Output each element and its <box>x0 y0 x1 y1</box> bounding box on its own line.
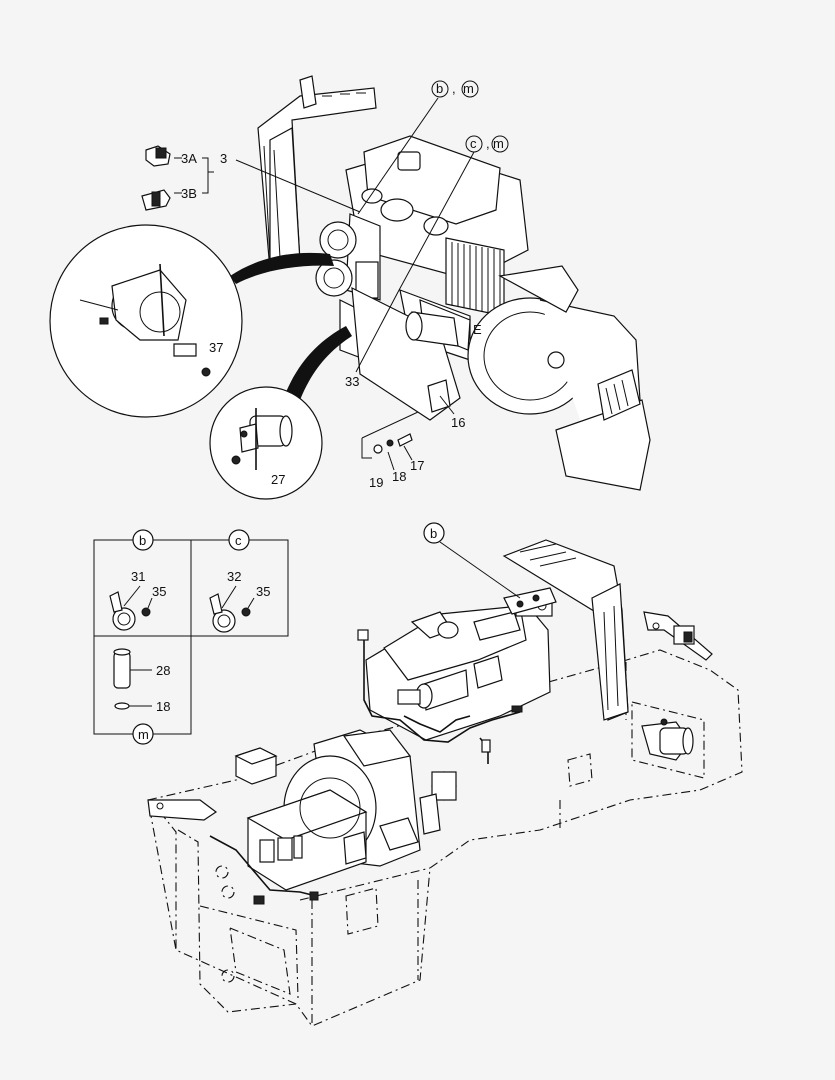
clamp-31 <box>109 585 153 631</box>
label-c: c <box>470 136 477 151</box>
inset-label-m: m <box>138 727 149 742</box>
spacer-28 <box>113 648 152 710</box>
inset-label-b: b <box>139 533 146 548</box>
label-35: 35 <box>256 584 270 599</box>
battery-box <box>246 789 419 891</box>
label-3A: 3A <box>181 151 197 166</box>
label-comma: , <box>452 81 456 96</box>
label-37: 37 <box>209 340 223 355</box>
relay-3B <box>141 189 171 211</box>
label-31: 31 <box>131 569 145 584</box>
label-32: 32 <box>227 569 241 584</box>
label-16: 16 <box>451 415 465 430</box>
radiator <box>257 75 377 271</box>
chassis-assembly-bottom <box>147 522 743 1027</box>
label-18: 18 <box>392 469 406 484</box>
callout-b-m <box>431 80 479 98</box>
hardware-17-18-19 <box>373 433 413 471</box>
bracket-top-right <box>643 611 713 661</box>
wiring-harness <box>209 629 523 905</box>
leader-lines-top <box>174 97 475 471</box>
starter-motor <box>405 311 459 347</box>
label-m: m <box>493 136 504 151</box>
label-33: 33 <box>345 374 359 389</box>
label-18: 18 <box>156 699 170 714</box>
relay-3A <box>145 145 171 167</box>
label-b: b <box>436 81 443 96</box>
detail-view-solenoid <box>209 326 352 500</box>
label-28: 28 <box>156 663 170 678</box>
detail-view-alternator <box>49 224 334 418</box>
label-19: 19 <box>369 475 383 490</box>
engine-assembly-top <box>49 75 651 500</box>
alternator-on-engine <box>315 221 379 299</box>
radiator-bottom <box>502 539 629 721</box>
solenoid-right <box>641 718 694 761</box>
callout-c-m <box>465 135 509 153</box>
inset-label-c: c <box>235 533 242 548</box>
callout-b <box>423 522 445 544</box>
bracket-left <box>147 799 218 821</box>
tool-box <box>234 747 278 785</box>
frame-outline <box>147 649 743 1027</box>
label-3: 3 <box>220 151 227 166</box>
inset-panel <box>93 529 289 745</box>
flywheel-housing <box>351 265 651 491</box>
label-17: 17 <box>410 458 424 473</box>
callout-label-b: b <box>430 526 437 541</box>
label-3B: 3B <box>181 186 197 201</box>
label-m: m <box>463 81 474 96</box>
relay-plate <box>503 587 557 615</box>
label-35: 35 <box>152 584 166 599</box>
oil-cooler <box>445 237 505 317</box>
label-27: 27 <box>271 472 285 487</box>
label-comma: , <box>486 136 490 151</box>
label-E: E <box>473 322 482 337</box>
clamp-32 <box>209 585 255 633</box>
